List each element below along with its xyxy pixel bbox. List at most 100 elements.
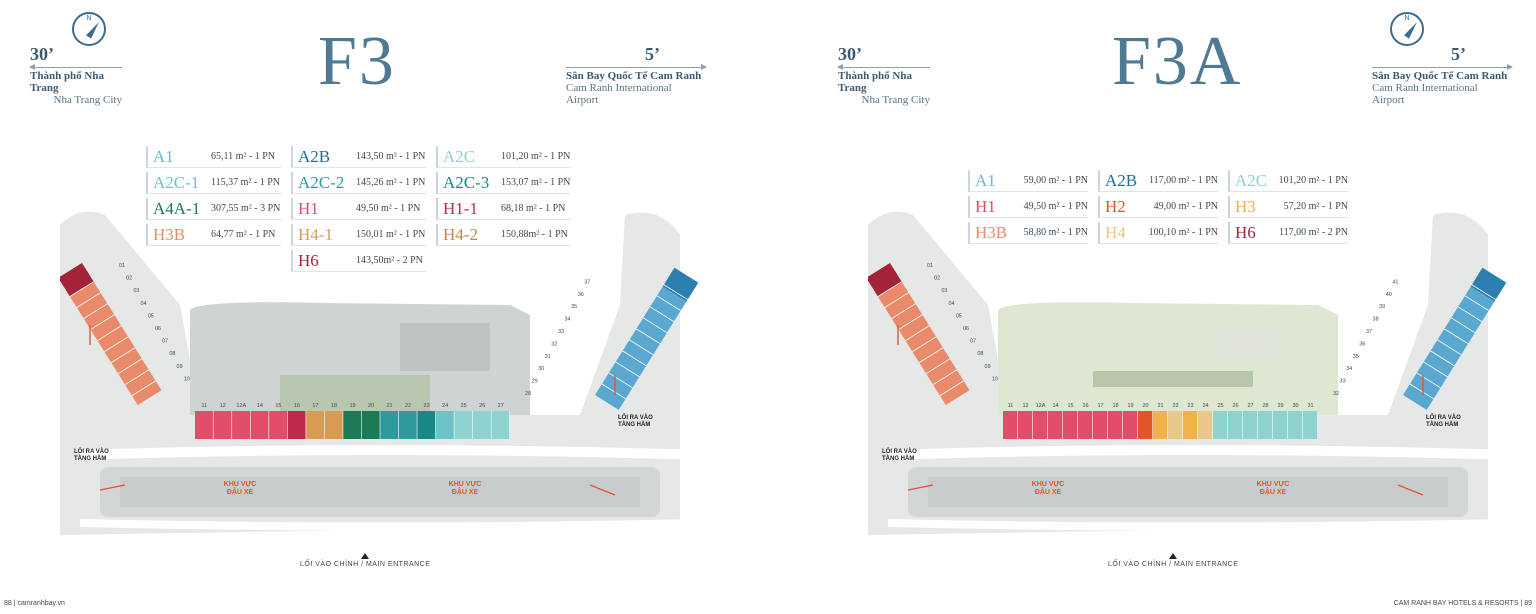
legend-area: 58,80 m² - 1 PN: [1023, 227, 1088, 238]
legend-area: 153,07 m² - 1 PN: [501, 177, 571, 188]
unit-number: 37: [1366, 329, 1372, 335]
unit-17: [306, 411, 325, 439]
ramp-right-label-1: LỐI RA VÀO: [1426, 414, 1461, 421]
unit-divider: [1437, 339, 1462, 356]
legend-area: 64,77 m² - 1 PN: [211, 229, 276, 240]
direction-airport: 5’ Sân Bay Quốc Tế Cam Ranh Cam Ranh Int…: [566, 44, 707, 106]
right-wing-end-unit: [662, 267, 699, 302]
unit-number: 27: [498, 403, 504, 409]
unit-divider: [919, 347, 944, 363]
legend-area: 65,11 m² - 1 PN: [211, 151, 276, 162]
unit-divider: [939, 380, 964, 397]
page-footer: CAM RANH BAY HOTELS & RESORTS | 89: [1393, 600, 1532, 607]
legend-code: H3B: [153, 224, 186, 244]
unit-number: 33: [1340, 379, 1346, 385]
unit-divider: [111, 347, 136, 363]
unit-number: 14: [257, 403, 263, 409]
unit-divider: [898, 314, 923, 330]
unit-number: 10: [992, 376, 998, 382]
legend-code: H1: [975, 196, 996, 216]
unit-14: [1048, 411, 1063, 439]
unit-divider: [1430, 350, 1455, 367]
unit-24: [435, 411, 454, 439]
legend-code: A1: [153, 146, 174, 166]
legend-code: A2C-1: [153, 172, 200, 192]
right-wing: [1403, 267, 1507, 410]
unit-number: 19: [349, 403, 355, 409]
unit-number: 25: [1217, 403, 1223, 409]
unit-11: [195, 411, 213, 439]
unit-11: [1003, 411, 1018, 439]
unit-number: 27: [1247, 403, 1253, 409]
unit-28: [1258, 411, 1273, 439]
unit-23: [1183, 411, 1198, 439]
unit-number: 30: [1292, 403, 1298, 409]
unit-number: 18: [1112, 403, 1118, 409]
unit-divider: [608, 372, 633, 389]
unit-number: 06: [963, 326, 969, 332]
legend-code: H2: [1105, 196, 1126, 216]
unit-divider: [615, 361, 640, 378]
entrance-arrow-icon: [361, 553, 370, 559]
legend-code: A2C: [1235, 170, 1268, 190]
city-name-en: Nha Trang City: [53, 94, 122, 106]
ramp-left-label-1: LỐI RA VÀO: [882, 448, 917, 455]
unit-27: [1243, 411, 1258, 439]
unit-number: 23: [424, 403, 430, 409]
unit-number: 37: [584, 279, 590, 285]
main-entrance-label: LỐI VÀO CHÍNH / MAIN ENTRANCE: [300, 553, 430, 568]
parking-bays: [120, 477, 640, 507]
legend-area: 143,50 m² - 1 PN: [356, 151, 426, 162]
entrance-text: LỐI VÀO CHÍNH / MAIN ENTRANCE: [300, 561, 431, 568]
unit-number: 12A: [1036, 403, 1046, 409]
minutes-label: 30’: [838, 44, 862, 64]
unit-number: 11: [1008, 403, 1014, 409]
parking-label-2: ĐẬU XE: [1035, 487, 1062, 496]
legend-area: 49,50 m² - 1 PN: [1023, 201, 1088, 212]
page-f3a: N 30’ Thành phố Nha Trang Nha Trang City…: [768, 0, 1536, 614]
legend-area: 115,37 m² - 1 PN: [211, 177, 281, 188]
parking-label-1: KHU VỰC: [224, 481, 257, 488]
legend-area: 117,00 m² - 1 PN: [1148, 175, 1218, 186]
minutes-label: 5’: [645, 44, 660, 64]
unit-20: [1138, 411, 1153, 439]
page-title: F3A: [1112, 23, 1243, 100]
unit-number: 22: [1172, 403, 1178, 409]
legend-area: 307,55 m² - 3 PN: [211, 203, 281, 214]
unit-number: 07: [162, 339, 168, 345]
unit-number: 17: [1097, 403, 1103, 409]
unit-number: 32: [551, 341, 557, 347]
unit-number: 21: [386, 403, 392, 409]
unit-number: 03: [941, 288, 947, 294]
entrance-arrow-icon: [1169, 553, 1178, 559]
unit-23: [417, 411, 436, 439]
traffic-arrow-icon: [589, 484, 616, 496]
legend-item-h1: H1 49,50 m² - 1 PN: [968, 196, 1088, 218]
unit-divider: [1451, 317, 1476, 334]
unit-number: 29: [532, 379, 538, 385]
unit-number: 24: [442, 403, 448, 409]
unit-number: 12: [1022, 403, 1028, 409]
unit-number: 01: [927, 263, 933, 269]
unit-18: [324, 411, 343, 439]
unit-divider: [925, 358, 951, 375]
unit-number: 05: [956, 313, 962, 319]
legend-code: A4A-1: [153, 198, 201, 218]
unit-divider: [601, 383, 626, 400]
minutes-label: 5’: [1451, 44, 1466, 64]
unit-number: 14: [1052, 403, 1058, 409]
ramp-left-label-2: TẦNG HẦM: [74, 455, 106, 462]
site-plan: 0102030405060708091028293031323334353637…: [60, 211, 701, 535]
arrow-right-icon: [566, 64, 707, 70]
unit-number: 10: [184, 376, 190, 382]
unit-22: [1168, 411, 1183, 439]
road: [887, 445, 1509, 460]
legend-code: A2B: [1105, 170, 1138, 190]
arrow-right-icon: [1372, 64, 1513, 70]
